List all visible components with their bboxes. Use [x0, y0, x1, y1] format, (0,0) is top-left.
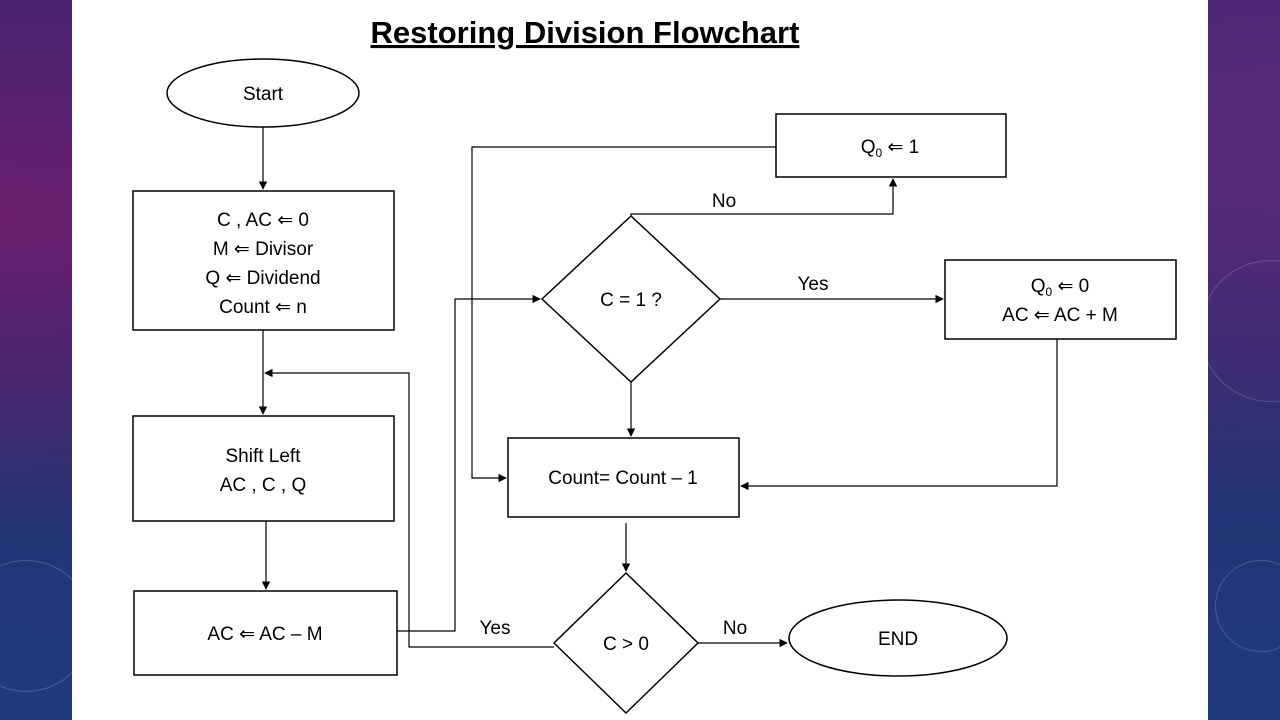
connectors — [258, 127, 1058, 648]
set-q0-line1: Q0 ⇐ 0 — [1031, 276, 1090, 299]
edge-label-yes: Yes — [480, 618, 511, 639]
shift-node: Shift Left AC , C , Q — [132, 415, 395, 522]
decrement-label: Count= Count – 1 — [548, 468, 697, 489]
start-label: Start — [243, 84, 284, 105]
shift-line: Shift Left — [226, 446, 302, 467]
set-q1-label: Q0 ⇐ 1 — [861, 137, 920, 160]
end-label: END — [878, 629, 918, 650]
set-q0-line2: AC ⇐ AC + M — [1002, 305, 1118, 326]
init-line: Q ⇐ Dividend — [205, 268, 320, 289]
init-node: C , AC ⇐ 0 M ⇐ Divisor Q ⇐ Dividend Coun… — [132, 190, 395, 331]
edge-subtract-check-c — [397, 294, 541, 632]
init-line: C , AC ⇐ 0 — [217, 210, 309, 231]
edge-check-count-yes-loop — [264, 368, 554, 648]
edge-label-no: No — [712, 191, 736, 212]
set-q1-node: Q0 ⇐ 1 — [775, 113, 1007, 178]
check-c-label: C = 1 ? — [600, 290, 662, 311]
edge-set-q1-decrement — [471, 146, 776, 483]
edge-label-yes: Yes — [798, 274, 829, 295]
init-line: Count ⇐ n — [219, 297, 307, 318]
init-line: M ⇐ Divisor — [213, 239, 314, 260]
subtract-node: AC ⇐ AC – M — [133, 590, 398, 676]
page-title: Restoring Division Flowchart — [371, 15, 800, 50]
check-count-node: C > 0 — [552, 571, 700, 715]
check-count-label: C > 0 — [603, 634, 649, 655]
edge-check-c-no — [630, 178, 898, 216]
decrement-node: Count= Count – 1 — [507, 437, 740, 518]
check-c-node: C = 1 ? — [540, 214, 722, 384]
edge-set-q0-decrement — [740, 339, 1058, 491]
subtract-label: AC ⇐ AC – M — [207, 624, 322, 645]
end-node: END — [788, 599, 1008, 677]
edge-label-no: No — [723, 618, 747, 639]
start-node: Start — [166, 58, 360, 128]
set-q0-node: Q0 ⇐ 0 AC ⇐ AC + M — [944, 259, 1177, 340]
shift-line: AC , C , Q — [220, 475, 307, 496]
